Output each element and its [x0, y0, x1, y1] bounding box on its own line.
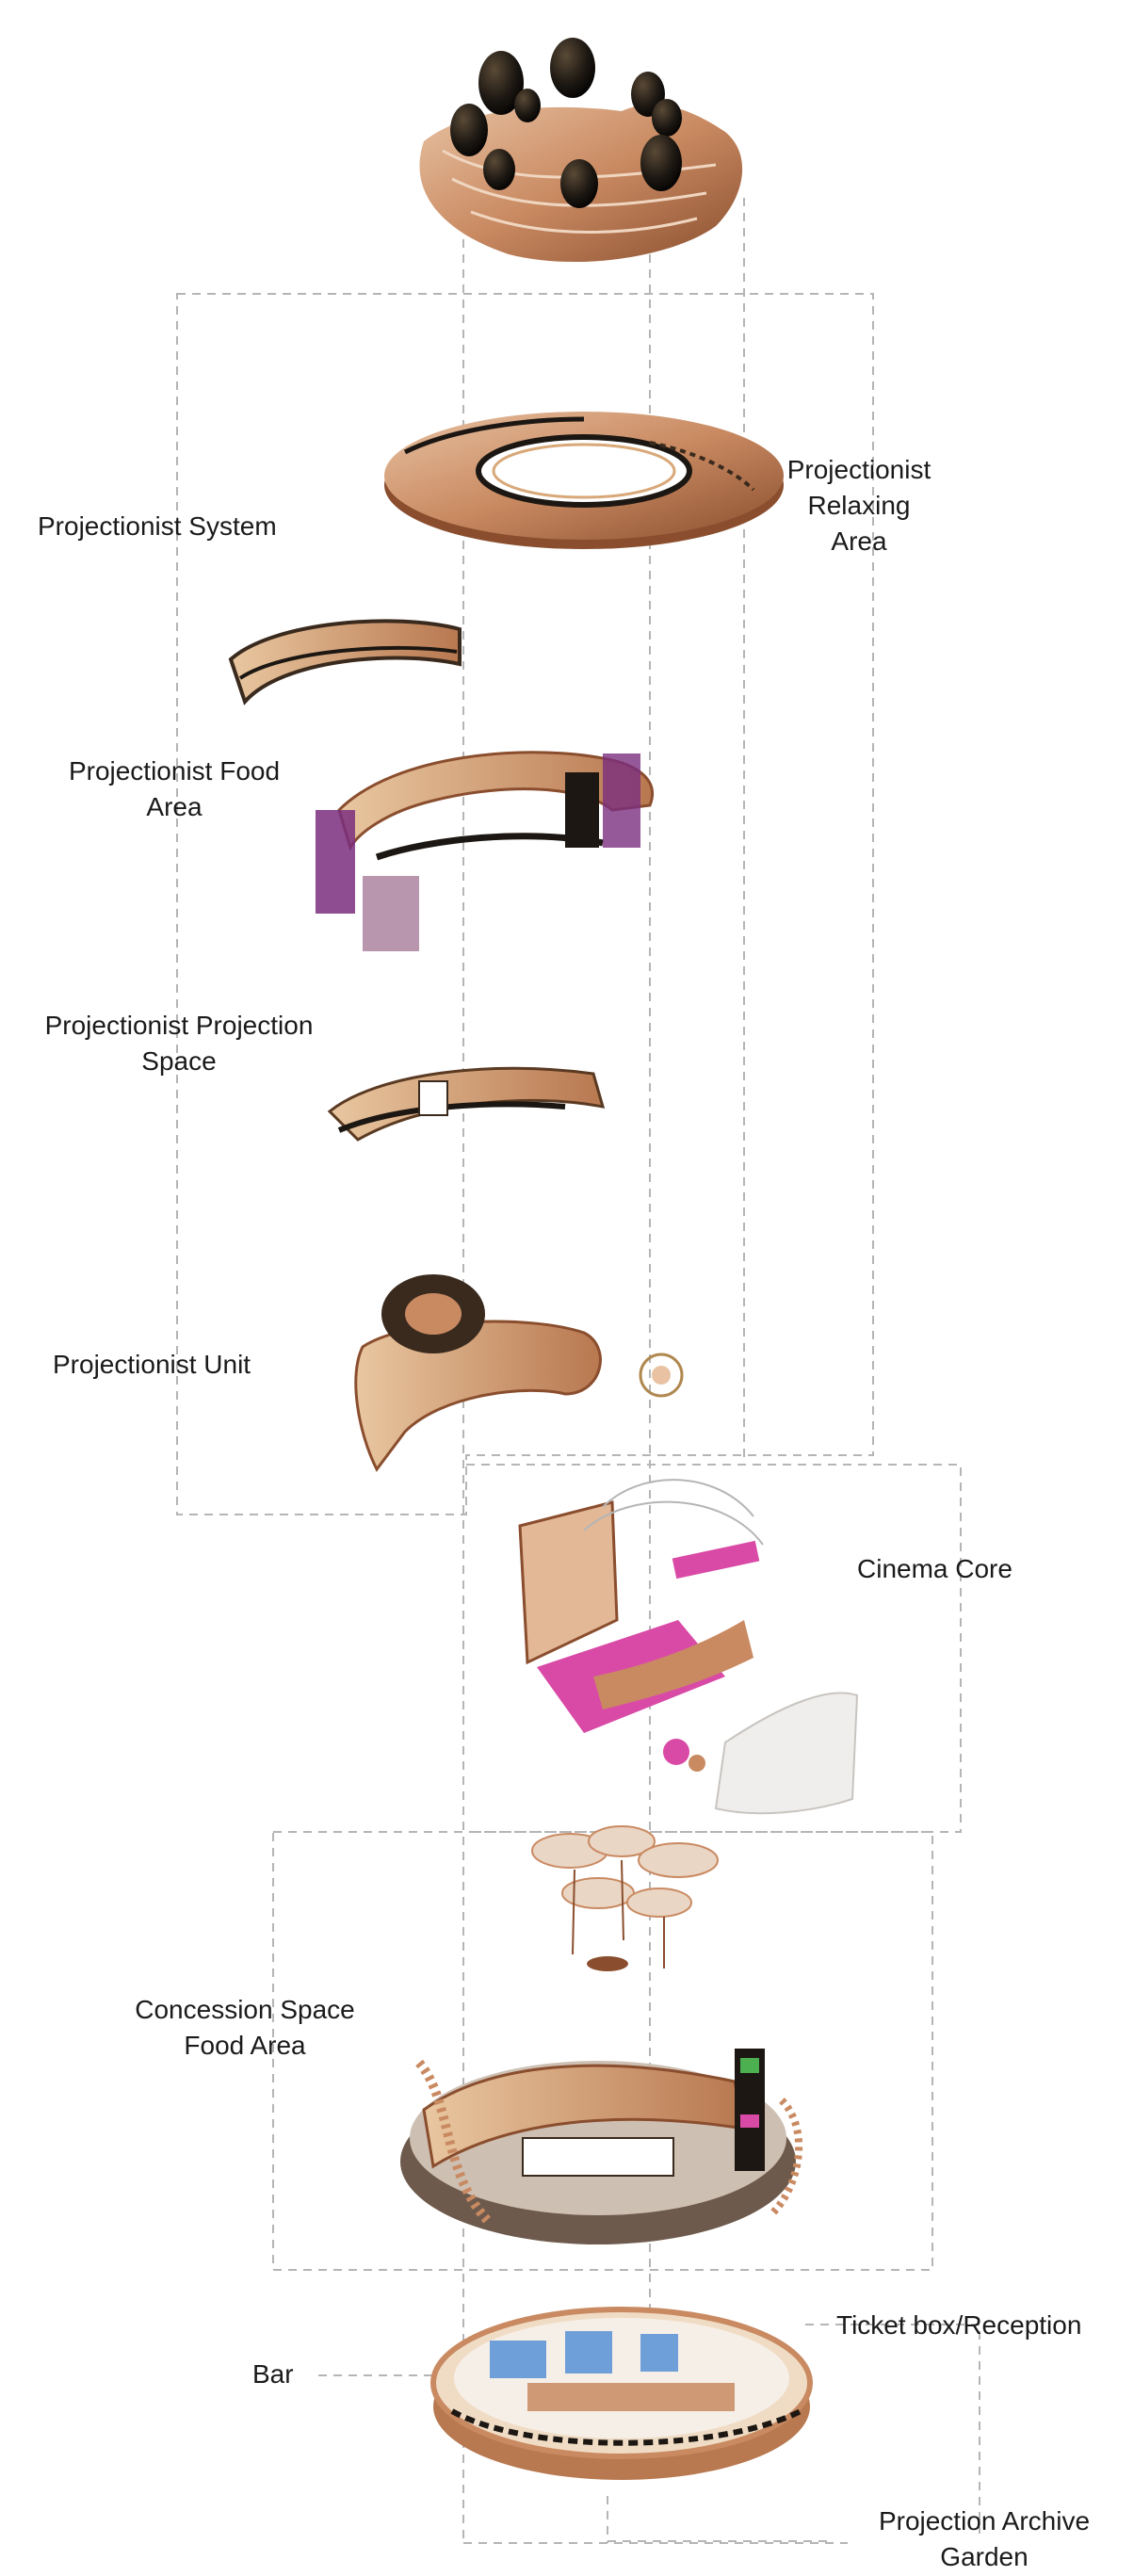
label-concession-space-food-area: Concession Space Food Area	[132, 1992, 358, 2064]
label-projectionist-unit: Projectionist Unit	[53, 1347, 251, 1383]
label-projectionist-system: Projectionist System	[38, 509, 277, 544]
label-line: Area	[765, 524, 953, 559]
label-bar: Bar	[252, 2357, 294, 2392]
projectionist-food-area-illustration	[316, 753, 653, 951]
label-line: Relaxing	[765, 488, 953, 524]
label-line: Projectionist Food	[38, 753, 311, 789]
label-line: Space	[19, 1044, 339, 1079]
label-projectionist-relaxing-area: Projectionist Relaxing Area	[765, 452, 953, 559]
label-line: Projection Archive	[848, 2503, 1121, 2539]
relaxing-area-ring-illustration	[384, 412, 784, 549]
lamp-cluster-illustration	[532, 1826, 718, 1971]
balloon-landscape-illustration	[420, 38, 743, 262]
leader-ticket-box	[805, 2325, 980, 2534]
label-projectionist-projection-space: Projectionist Projection Space	[19, 1008, 339, 1079]
cinema-core-illustration	[520, 1480, 857, 1813]
label-line: Concession Space	[132, 1992, 358, 2028]
label-line: Area	[38, 789, 311, 825]
label-line: Garden	[848, 2539, 1121, 2575]
concession-space-illustration	[400, 2049, 799, 2244]
label-projection-archive-garden: Projection Archive Garden	[848, 2503, 1121, 2575]
label-line: Food Area	[132, 2028, 358, 2064]
label-ticket-box-reception: Ticket box/Reception	[836, 2308, 1081, 2343]
projectionist-unit-illustration	[356, 1274, 682, 1469]
label-projectionist-food-area: Projectionist Food Area	[38, 753, 311, 825]
label-line: Projectionist	[765, 452, 953, 488]
label-line: Projectionist Projection	[19, 1008, 339, 1044]
label-cinema-core: Cinema Core	[857, 1551, 1012, 1587]
base-ring-illustration	[433, 2309, 810, 2480]
projectionist-system-wall-illustration	[231, 621, 460, 702]
projectionist-projection-space-illustration	[330, 1068, 603, 1140]
